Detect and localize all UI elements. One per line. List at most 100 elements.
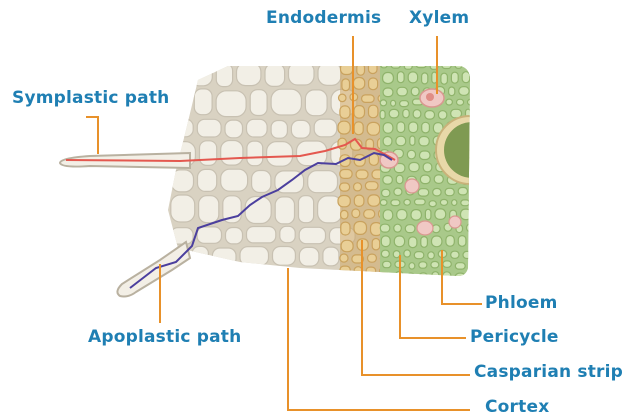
phloem-label: Phloem: [485, 293, 558, 313]
endodermis-cell: [340, 183, 350, 191]
stele-cell: [383, 73, 394, 84]
endodermis-cell: [354, 195, 364, 206]
cortex-cell: [216, 91, 246, 117]
cortex-cell: [169, 63, 186, 86]
stele-cell: [422, 122, 430, 133]
stele-cell: [407, 150, 415, 159]
cortex-cell: [237, 63, 261, 86]
phloem-cell: [405, 179, 419, 193]
cortex-cell: [289, 62, 315, 85]
stele-cell: [407, 273, 415, 283]
endodermis-cell: [341, 210, 348, 219]
endodermis-cell: [366, 278, 375, 287]
endodermis-cell: [366, 267, 376, 275]
stele-cell: [463, 251, 471, 258]
stele-cell: [420, 151, 431, 160]
cortex-cell: [247, 119, 268, 137]
stele-cell: [461, 209, 472, 220]
pericycle-label: Pericycle: [470, 327, 559, 347]
stele-cell: [425, 111, 435, 120]
endodermis-cell: [340, 266, 350, 274]
cortex-cell: [308, 171, 338, 193]
endodermis-cell: [351, 278, 362, 287]
cortex-cell: [301, 271, 316, 290]
stele-cell: [429, 201, 436, 207]
stele-cell: [440, 200, 447, 206]
stele-cell: [411, 210, 421, 221]
stele-cell: [478, 150, 485, 159]
stele-cell: [397, 210, 407, 221]
stele-cell: [383, 123, 393, 134]
stele-cell: [396, 175, 403, 184]
cortex-cell: [275, 270, 298, 289]
cortex-cell: [166, 90, 190, 116]
endodermis-cell: [341, 240, 353, 251]
stele-cell: [455, 63, 462, 68]
stele-cell: [404, 64, 412, 69]
stele-cell: [428, 252, 435, 259]
stele-cell: [468, 99, 477, 105]
cortex-cell: [323, 247, 339, 266]
stele-cell: [396, 136, 406, 145]
cortex-cell: [167, 269, 195, 288]
stele-cell: [383, 261, 391, 267]
stele-cell: [419, 137, 429, 146]
stele-cell: [397, 87, 408, 96]
stele-cell: [446, 99, 453, 105]
endodermis-label: Endodermis: [266, 8, 381, 28]
tissue-block: [160, 60, 504, 289]
cortex-cell: [267, 142, 293, 167]
stele-cell: [445, 188, 454, 195]
stele-cell: [434, 175, 443, 184]
cortex-cell: [314, 119, 337, 137]
cortex-cell: [280, 226, 295, 242]
xylem-label: Xylem: [409, 8, 469, 28]
stele-cell: [473, 177, 482, 186]
cortex-cell: [271, 89, 301, 115]
endodermis-cell: [372, 239, 380, 250]
stele-cell: [380, 224, 390, 232]
cortex-cell: [220, 269, 245, 288]
stele-cell: [383, 210, 393, 221]
stele-cell: [443, 261, 451, 267]
endodermis-cell: [357, 64, 365, 75]
stele-cell: [467, 224, 477, 232]
cortex-cell: [240, 247, 269, 266]
stele-cell: [457, 99, 464, 105]
casparian-strip-label: Casparian strip: [474, 362, 623, 382]
endodermis-cell: [341, 222, 350, 235]
cortex-cell: [212, 248, 236, 267]
leader-symplastic: [86, 117, 98, 154]
stele-cell: [419, 273, 428, 283]
cortex-cell: [299, 196, 314, 223]
stele-cell: [470, 123, 475, 134]
cortex-cell: [291, 120, 310, 138]
cortex-cell: [190, 63, 212, 86]
stele-cell: [397, 122, 405, 133]
endodermis-cell: [369, 78, 378, 90]
stele-cell: [466, 62, 476, 67]
cortex-cell: [200, 141, 217, 166]
stele-cell: [452, 200, 457, 206]
stele-cell: [380, 100, 386, 106]
stele-cell: [470, 272, 475, 282]
cortex-cell: [171, 228, 193, 244]
stele-cell: [413, 110, 421, 119]
endodermis-cell: [340, 254, 348, 262]
symplastic-path-label: Symplastic path: [12, 88, 169, 108]
stele-cell: [380, 200, 387, 206]
stele-cell: [473, 87, 482, 96]
endodermis-cell: [354, 122, 363, 135]
stele-cell: [479, 123, 489, 134]
stele-cell: [423, 163, 432, 172]
cortex-cell: [299, 247, 319, 266]
stele-cell: [471, 189, 477, 196]
stele-cell: [421, 237, 428, 248]
stele-cell: [470, 236, 477, 247]
stele-cell: [411, 87, 419, 96]
stele-cell: [391, 100, 396, 106]
endodermis-cell: [352, 209, 360, 218]
cortex-cell: [273, 247, 296, 266]
stele-cell: [475, 209, 482, 220]
endodermis-cell: [341, 63, 353, 74]
